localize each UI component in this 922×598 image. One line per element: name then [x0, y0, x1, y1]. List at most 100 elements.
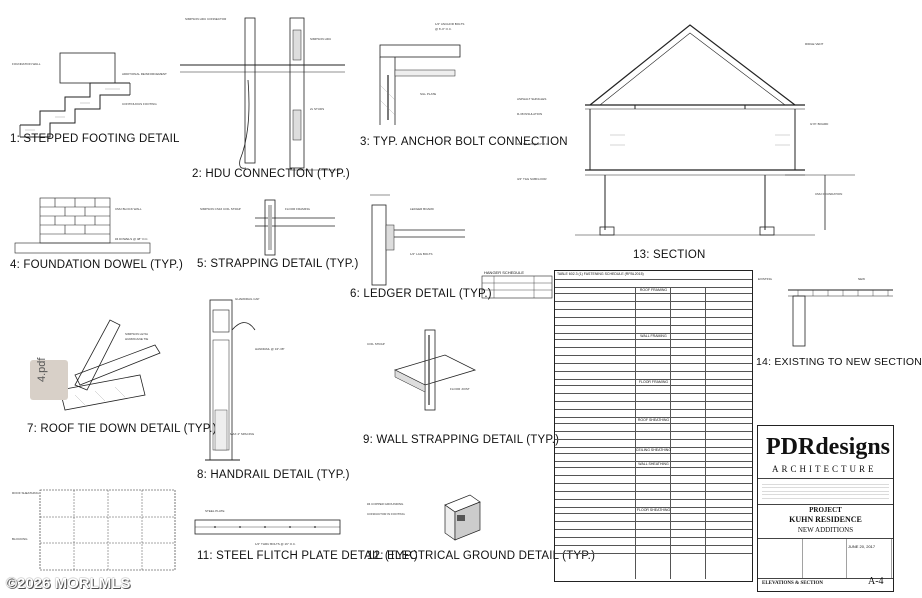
window-layout-detail: ROOF SHEATHING BLOCKING [10, 480, 185, 580]
svg-text:NEW: NEW [858, 277, 865, 281]
schedule-section-wall: WALL FRAMING [640, 334, 667, 338]
sheet-number: A-4 [868, 576, 884, 587]
wall-strapping-detail: COIL STRAP FLOOR JOIST 9: WALL STRAPPING… [363, 329, 559, 450]
schedule-section-ceiling-sheathing: CEILING SHEATHING [635, 448, 672, 452]
firm-subtitle: ARCHITECTURE [772, 464, 877, 474]
svg-text:ADDITIONAL REINFORCEMENT: ADDITIONAL REINFORCEMENT [122, 72, 167, 76]
schedule-row-line [555, 439, 752, 440]
title-block-divider [758, 578, 893, 579]
svg-text:CONTINUOUS FOOTING: CONTINUOUS FOOTING [122, 102, 157, 106]
svg-text:SILL PLATE: SILL PLATE [420, 92, 436, 96]
project-scope: NEW ADDITIONS [797, 526, 854, 534]
svg-text:SIMPSON HDU: SIMPSON HDU [310, 37, 331, 41]
ledger-drawing: LEDGER BOARD 1/2" LAG BOLTS [370, 194, 465, 286]
firm-logo: PDRdesigns [766, 434, 891, 460]
schedule-row-line [555, 333, 752, 334]
schedule-row-line [555, 363, 752, 364]
schedule-row-line [555, 513, 752, 514]
schedule-row-line [555, 287, 752, 288]
title-block-divider [758, 478, 893, 479]
schedule-row-line [555, 325, 752, 326]
svg-text:CONDUCTOR IN FOOTING: CONDUCTOR IN FOOTING [367, 512, 405, 516]
detail-title-5: 5: STRAPPING DETAIL (TYP.) [197, 258, 359, 270]
building-section-drawing: ASPHALT SHINGLES R-38 INSULATION 2x6 STU… [517, 24, 855, 236]
electrical-ground-drawing: #4 COPPER GROUNDING CONDUCTOR IN FOOTING [367, 494, 481, 541]
svg-text:COIL STRAP: COIL STRAP [367, 342, 385, 346]
schedule-row-line [555, 279, 752, 280]
svg-text:MAX 4" SPACING: MAX 4" SPACING [230, 432, 255, 436]
detail-title-6: 6: LEDGER DETAIL (TYP.) [350, 288, 492, 300]
schedule-row-line [555, 347, 752, 348]
strapping-drawing: SIMPSON CS16 COIL STRAP FLOOR FRAMING [200, 199, 335, 256]
detail-title-14: 14: EXISTING TO NEW SECTION [756, 356, 922, 368]
window-layout-drawing: ROOF SHEATHING BLOCKING [12, 489, 176, 571]
schedule-row-line [555, 417, 752, 418]
schedule-row-line [555, 529, 752, 530]
svg-text:RIDGE VENT: RIDGE VENT [805, 42, 824, 46]
steel-flitch-plate-drawing: STEEL PLATE 1/2" THRU BOLTS @ 16" O.C. [194, 509, 341, 546]
pdf-file-tab[interactable]: 4.pdf [30, 357, 68, 400]
svg-text:ROOF SHEATHING: ROOF SHEATHING [12, 491, 39, 495]
ledger-detail: LEDGER BOARD 1/2" LAG BOLTS 6: LEDGER DE… [350, 185, 492, 305]
svg-text:#4 DOWELS @ 48" O.C.: #4 DOWELS @ 48" O.C. [115, 237, 148, 241]
schedule-row-line [555, 483, 752, 484]
anchor-bolt-detail: 1/2" ANCHOR BOLTS @ 6'-0" O.C. SILL PLAT… [360, 10, 568, 150]
drawing-sheet: ADDITIONAL REINFORCEMENT CONTINUOUS FOOT… [6, 5, 922, 592]
detail-title-9: 9: WALL STRAPPING DETAIL (TYP.) [363, 434, 560, 446]
svg-text:CMU BLOCK WALL: CMU BLOCK WALL [115, 207, 142, 211]
svg-text:HURRICANE TIE: HURRICANE TIE [125, 337, 148, 341]
svg-text:CMU FOUNDATION: CMU FOUNDATION [815, 192, 842, 196]
svg-text:GUARDRAIL CAP: GUARDRAIL CAP [235, 297, 259, 301]
schedule-column-divider [705, 287, 706, 579]
svg-text:3/4" T&G SUBFLOOR: 3/4" T&G SUBFLOOR [517, 177, 547, 181]
firm-contact-lines [762, 481, 889, 501]
wall-strapping-drawing: COIL STRAP FLOOR JOIST [367, 329, 477, 411]
strapping-detail: SIMPSON CS16 COIL STRAP FLOOR FRAMING 5:… [195, 190, 358, 275]
schedule-section-roof: ROOF FRAMING [639, 288, 668, 292]
schedule-row-line [555, 379, 752, 380]
roof-tie-down-drawing: SIMPSON H2.5A HURRICANE TIE [59, 319, 161, 411]
stepped-footing-drawing: ADDITIONAL REINFORCEMENT CONTINUOUS FOOT… [12, 52, 167, 138]
svg-text:1/2" LAG BOLTS: 1/2" LAG BOLTS [410, 252, 433, 256]
svg-text:ASPHALT SHINGLES: ASPHALT SHINGLES [517, 97, 546, 101]
schedule-row-line [555, 401, 752, 402]
steel-flitch-plate-detail: STEEL PLATE 1/2" THRU BOLTS @ 16" O.C. 1… [194, 500, 418, 562]
svg-text:R-38 INSULATION: R-38 INSULATION [517, 112, 542, 116]
schedule-section-floor: FLOOR FRAMING [638, 380, 669, 384]
detail-title-3: 3: TYP. ANCHOR BOLT CONNECTION [360, 136, 568, 148]
schedule-row-line [555, 339, 752, 340]
building-section-detail: ASPHALT SHINGLES R-38 INSULATION 2x6 STU… [515, 5, 865, 270]
svg-text:2x STUDS: 2x STUDS [310, 107, 324, 111]
detail-title-11: 11: STEEL FLITCH PLATE DETAIL (TYP.) [197, 550, 418, 562]
detail-title-13: 13: SECTION [633, 249, 706, 261]
schedule-row-line [555, 385, 752, 386]
project-name: KUHN RESIDENCE [789, 515, 862, 524]
hanger-schedule: HANGER SCHEDULE [481, 270, 554, 300]
schedule-row-line [555, 293, 752, 294]
schedule-section-floor-sheathing: FLOOR SHEATHING [636, 508, 671, 512]
existing-to-new-section-detail: EXISTING NEW 14: EXISTING TO NEW SECTION [756, 270, 922, 370]
fastening-schedule-table: TABLE 602.3 (1) FASTENING SCHEDULE (RFBL… [554, 270, 753, 582]
detail-title-1: 1: STEPPED FOOTING DETAIL [10, 133, 180, 145]
svg-text:FOUNDATION WALL: FOUNDATION WALL [12, 62, 41, 66]
schedule-row-line [555, 553, 752, 554]
svg-text:HANDRAIL @ 34"-38": HANDRAIL @ 34"-38" [255, 347, 285, 351]
schedule-section-roof-sheathing: ROOF SHEATHING [637, 418, 670, 422]
schedule-column-divider [670, 287, 671, 579]
title-block: PDRdesigns ARCHITECTURE PROJECT KUHN RES… [757, 425, 894, 592]
handrail-detail: GUARDRAIL CAP HANDRAIL @ 34"-38" MAX 4" … [195, 290, 355, 490]
schedule-row-line [555, 355, 752, 356]
svg-text:#4 COPPER GROUNDING: #4 COPPER GROUNDING [367, 502, 404, 506]
schedule-row-line [555, 461, 752, 462]
svg-text:LEDGER BOARD: LEDGER BOARD [410, 207, 435, 211]
schedule-column-divider [635, 287, 636, 579]
hdu-connection-drawing: SIMPSON HDU 2x STUDS SIMPSON HDU CONNECT… [180, 17, 345, 171]
schedule-row-line [555, 537, 752, 538]
schedule-row-line [555, 545, 752, 546]
schedule-row-line [555, 447, 752, 448]
svg-text:BLOCKING: BLOCKING [12, 537, 28, 541]
sheet-title: ELEVATIONS & SECTION [762, 581, 823, 586]
svg-text:SIMPSON HDU CONNECTOR: SIMPSON HDU CONNECTOR [185, 17, 227, 21]
pdf-file-tab-label: 4.pdf [36, 357, 48, 382]
hdu-connection-detail: SIMPSON HDU 2x STUDS SIMPSON HDU CONNECT… [180, 10, 350, 180]
